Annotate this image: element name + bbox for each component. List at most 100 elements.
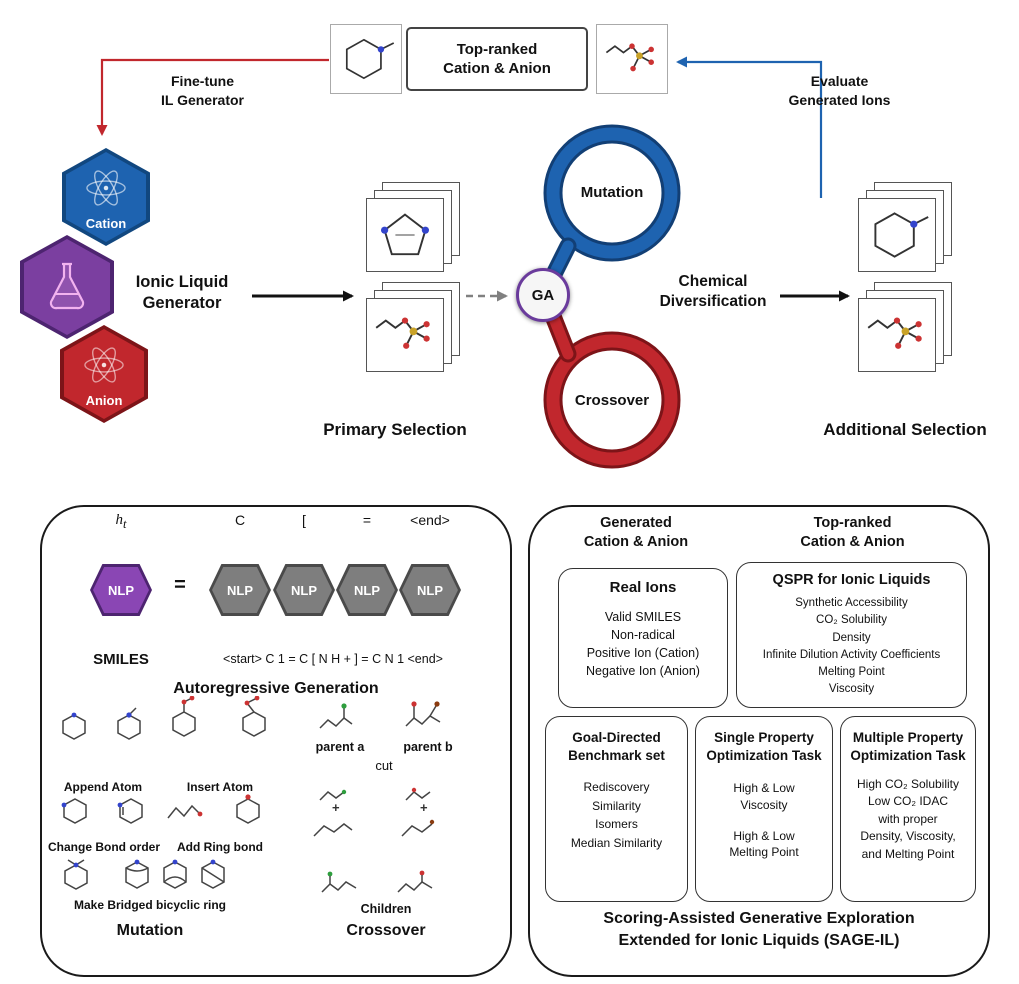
generated-ions-label: Generated Cation & Anion bbox=[583, 515, 689, 550]
top-ranked-box: Top-ranked Cation & Anion bbox=[406, 27, 588, 91]
pyridinium-molecule-icon bbox=[874, 212, 929, 258]
evaluate-label: Evaluate Generated Ions bbox=[788, 73, 891, 108]
change-bond-after-molecule bbox=[116, 796, 146, 826]
children-label: Children bbox=[360, 902, 412, 916]
child-molecule-2 bbox=[394, 868, 442, 898]
nlp-hexagon-step-3: NLP bbox=[336, 564, 398, 616]
hidden-state-token: ht bbox=[91, 512, 151, 532]
multiple-property-item: and Melting Point bbox=[861, 846, 955, 861]
cation-hexagon: Cation bbox=[62, 148, 150, 246]
qspr-item: Viscosity bbox=[828, 683, 875, 696]
crossover-caption: Crossover bbox=[346, 922, 426, 939]
top-anion-molecule-card bbox=[596, 24, 668, 94]
nlp-label: NLP bbox=[354, 582, 380, 598]
single-property-item: High & Low Melting Point bbox=[729, 828, 799, 860]
nlp-hexagon-fill bbox=[93, 567, 149, 613]
smiles-label: SMILES bbox=[93, 651, 149, 668]
crossover-ring-label: Crossover bbox=[574, 392, 650, 409]
equals-sign: = bbox=[174, 574, 186, 596]
nlp-label: NLP bbox=[108, 582, 134, 598]
atom-icon bbox=[84, 347, 124, 383]
primary-selection-anion-stack bbox=[366, 282, 460, 374]
multiple-property-item: High CO₂ Solubility bbox=[856, 777, 960, 792]
atom-icon bbox=[86, 170, 126, 206]
parent-b-molecule bbox=[400, 694, 448, 738]
fragment-b1 bbox=[404, 786, 444, 804]
ethyl-sulfate-molecule-icon bbox=[375, 317, 430, 349]
nlp-hexagon-recurrent: NLP bbox=[90, 564, 152, 616]
change-bond-label: Change Bond order bbox=[47, 840, 160, 854]
qspr-item: Synthetic Accessibility bbox=[795, 597, 908, 609]
multiple-property-item: Density, Viscosity, bbox=[860, 829, 956, 844]
single-property-title: Single Property Optimization Task bbox=[706, 730, 822, 763]
qspr-item: Infinite Dilution Activity Coefficients bbox=[762, 648, 941, 661]
fragment-a2 bbox=[312, 818, 356, 840]
parent-b-label: parent b bbox=[403, 740, 453, 754]
pyridinium-molecule-icon bbox=[345, 38, 395, 80]
fragment-b2 bbox=[400, 818, 444, 840]
primary-selection-label: Primary Selection bbox=[323, 420, 467, 439]
insert-atom-label: Insert Atom bbox=[186, 780, 254, 794]
bridged-after-molecule-2 bbox=[158, 856, 192, 892]
additional-selection-anion-stack bbox=[858, 282, 952, 374]
append-atom-before-molecule bbox=[60, 712, 88, 740]
primary-selection-cation-stack bbox=[366, 182, 460, 274]
output-token: C bbox=[234, 512, 246, 528]
nlp-label: NLP bbox=[291, 582, 317, 598]
nlp-hexagon-fill bbox=[276, 567, 332, 613]
autoregressive-caption: Autoregressive Generation bbox=[173, 680, 379, 697]
goal-directed-item: Similarity bbox=[592, 798, 641, 813]
real-ions-item: Non-radical bbox=[611, 628, 675, 643]
multiple-property-item: Low CO₂ IDAC bbox=[867, 794, 948, 809]
bridged-after-molecule-3 bbox=[196, 856, 230, 892]
smiles-sequence: <start> C 1 = C [ N H + ] = C N 1 <end> bbox=[223, 652, 443, 666]
child-molecule-1 bbox=[320, 868, 364, 898]
append-atom-label: Append Atom bbox=[63, 780, 143, 794]
goal-directed-item: Isomers bbox=[595, 817, 638, 832]
anion-label: Anion bbox=[85, 393, 123, 408]
bridged-after-molecule-1 bbox=[120, 856, 154, 892]
add-ring-label: Add Ring bond bbox=[177, 840, 263, 854]
top-cation-molecule-card bbox=[330, 24, 402, 94]
plus-sign: + bbox=[332, 800, 340, 815]
nlp-label: NLP bbox=[227, 582, 253, 598]
goal-directed-item: Rediscovery bbox=[583, 780, 650, 795]
ga-badge: GA bbox=[516, 268, 570, 322]
multiple-property-box: Multiple Property Optimization Task High… bbox=[840, 716, 976, 902]
qspr-item: CO₂ Solubility bbox=[816, 614, 887, 627]
ethyl-sulfate-molecule-icon bbox=[867, 317, 922, 349]
real-ions-title: Real Ions bbox=[609, 579, 677, 596]
qspr-title: QSPR for Ionic Liquids bbox=[772, 572, 931, 588]
real-ions-item: Negative Ion (Anion) bbox=[586, 664, 700, 679]
change-bond-before-molecule bbox=[60, 796, 90, 826]
anion-hexagon: Anion bbox=[60, 325, 148, 423]
add-ring-after-molecule bbox=[232, 792, 264, 826]
real-ions-item: Valid SMILES bbox=[604, 610, 682, 624]
multiple-property-title: Multiple Property Optimization Task bbox=[850, 730, 966, 763]
insert-atom-after-molecule bbox=[234, 696, 274, 740]
flask-icon bbox=[49, 262, 85, 310]
nlp-hexagon-fill bbox=[339, 567, 395, 613]
real-ions-item: Positive Ion (Cation) bbox=[586, 646, 700, 661]
bridged-before-molecule bbox=[58, 858, 94, 892]
mutation-ring-label: Mutation bbox=[580, 184, 644, 201]
insert-atom-before-molecule bbox=[164, 696, 204, 740]
cation-label: Cation bbox=[85, 216, 127, 231]
nlp-hexagon-fill bbox=[212, 567, 268, 613]
additional-selection-label: Additional Selection bbox=[823, 420, 987, 439]
fragment-a1 bbox=[318, 786, 354, 804]
chemical-diversification-label: Chemical Diversification bbox=[659, 273, 767, 311]
nlp-hexagon-step-4: NLP bbox=[399, 564, 461, 616]
qspr-item: Melting Point bbox=[818, 666, 885, 678]
output-token: = bbox=[362, 512, 372, 528]
nlp-label: NLP bbox=[417, 582, 443, 598]
append-atom-after-molecule bbox=[112, 706, 146, 740]
output-token: [ bbox=[302, 512, 306, 528]
pyridinium-molecule-card bbox=[858, 198, 936, 272]
generator-flask-hexagon bbox=[20, 235, 114, 339]
cut-label: cut bbox=[375, 758, 393, 773]
multiple-property-item: with proper bbox=[878, 811, 938, 826]
goal-directed-box: Goal-Directed Benchmark set Rediscovery … bbox=[545, 716, 688, 902]
nlp-hexagon-fill bbox=[402, 567, 458, 613]
